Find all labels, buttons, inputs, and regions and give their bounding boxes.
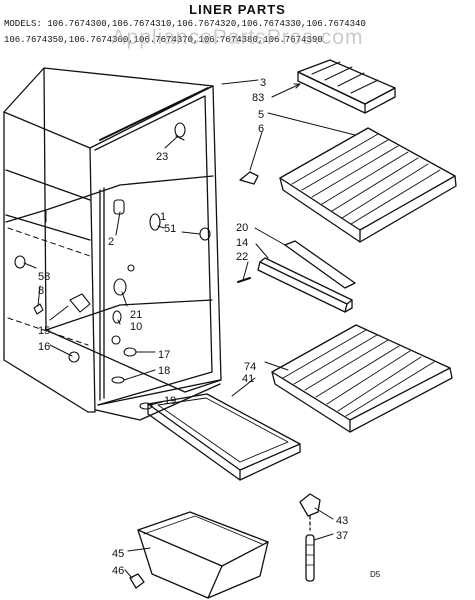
callout-22: 22	[236, 251, 248, 263]
callout-51: 51	[164, 223, 176, 235]
callout-45: 45	[112, 548, 124, 560]
page-code: D5	[370, 570, 381, 579]
upper-wire-shelf	[279, 127, 457, 243]
callout-leaders	[23, 79, 356, 579]
callout-1: 1	[160, 211, 166, 223]
liner-cabinet	[3, 67, 222, 421]
callout-58: 58	[38, 271, 50, 283]
basket-latch	[129, 573, 145, 589]
callout-18: 18	[158, 365, 170, 377]
callout-23: 23	[156, 151, 168, 163]
callout-16: 16	[38, 341, 50, 353]
callout-6: 6	[258, 123, 264, 135]
callout-5: 5	[258, 109, 264, 121]
callout-17: 17	[158, 349, 170, 361]
callout-8: 8	[38, 285, 44, 297]
callout-21: 21	[130, 309, 142, 321]
model-numbers: MODELS: 106.7674300,106.7674310,106.7674…	[4, 16, 474, 48]
callout-labels: 3 83 5 6 23 1 51 2 20 14 22 58 8 21 10 1…	[38, 77, 381, 579]
diagram-title: LINER PARTS	[189, 2, 286, 17]
callout-20: 20	[236, 222, 248, 234]
lower-wire-shelf	[271, 324, 453, 433]
model-numbers-line-2: 106.7674350,106.7674360,106.7674370,106.…	[4, 35, 323, 45]
watermark: AppliancePartsPros.com	[111, 26, 364, 49]
callout-14: 14	[236, 237, 248, 249]
shelf-clip	[239, 171, 259, 185]
callout-3: 3	[260, 77, 266, 89]
model-numbers-line-1: MODELS: 106.7674300,106.7674310,106.7674…	[4, 19, 366, 29]
callout-15: 15	[38, 325, 50, 337]
callout-83: 83	[252, 92, 264, 104]
callout-74: 74	[244, 361, 256, 373]
shelf-support-bracket	[237, 240, 356, 313]
callout-19: 19	[164, 395, 176, 407]
callout-46: 46	[112, 565, 124, 577]
freezer-tray	[147, 393, 301, 481]
control-knob-and-sensor	[299, 493, 321, 582]
callout-43: 43	[336, 515, 348, 527]
callout-2: 2	[108, 236, 114, 248]
callout-41: 41	[242, 373, 254, 385]
callout-37: 37	[336, 530, 348, 542]
ice-cube-tray	[297, 59, 396, 114]
callout-10: 10	[130, 321, 142, 333]
freezer-basket	[137, 511, 269, 599]
